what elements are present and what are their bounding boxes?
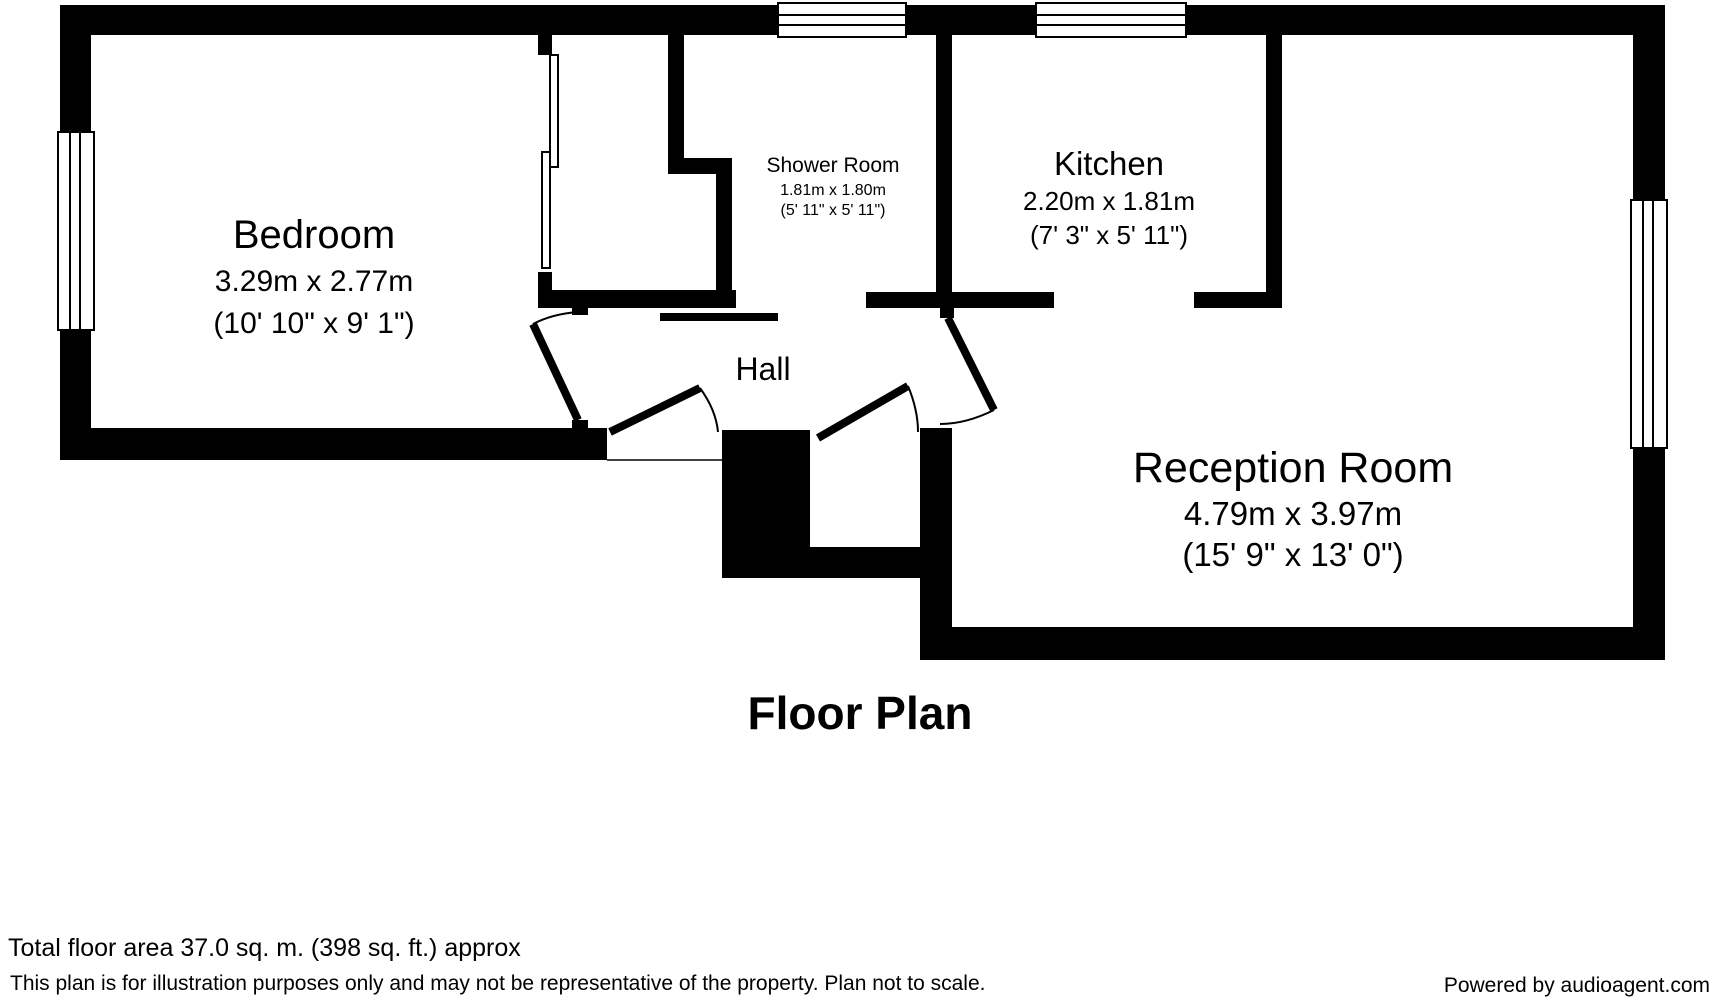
entrance-door-leaf xyxy=(608,384,702,436)
cupboard-door-swing xyxy=(907,385,919,433)
shower-door-bar xyxy=(660,313,778,321)
kitchen-left-wall xyxy=(936,35,952,308)
room-metric: 1.81m x 1.80m xyxy=(780,182,886,199)
total-floor-area: Total floor area 37.0 sq. m. (398 sq. ft… xyxy=(8,934,521,962)
reception-window xyxy=(1630,199,1668,449)
door-jamb xyxy=(572,420,588,430)
shower-bottom-wall xyxy=(866,292,952,308)
room-imperial: (15' 9" x 13' 0") xyxy=(1182,536,1403,573)
kitchen-bottom-wall-right xyxy=(1194,292,1280,308)
doors xyxy=(529,311,998,461)
reception-left-wall xyxy=(920,428,952,660)
door-jamb xyxy=(930,428,946,446)
room-label-hall: Hall xyxy=(735,351,790,387)
kitchen-window xyxy=(1035,2,1187,38)
bedroom-bottom-wall xyxy=(60,428,607,460)
room-name: Kitchen xyxy=(1054,145,1164,182)
shower-left-wall xyxy=(668,35,684,173)
room-name: Shower Room xyxy=(766,154,899,177)
room-imperial: (10' 10" x 9' 1") xyxy=(213,307,414,340)
kitchen-bottom-wall-left xyxy=(952,292,1054,308)
room-name: Hall xyxy=(735,351,790,387)
room-name: Bedroom xyxy=(233,213,395,257)
cupboard-wall xyxy=(722,547,952,578)
room-imperial: (7' 3" x 5' 11") xyxy=(1030,220,1188,250)
shower-inner-wall xyxy=(716,158,732,308)
room-label-reception-room: Reception Room 4.79m x 3.97m (15' 9" x 1… xyxy=(1133,444,1453,573)
plan-title: Floor Plan xyxy=(747,687,973,739)
windows xyxy=(57,2,1668,449)
room-label-bedroom: Bedroom 3.29m x 2.77m (10' 10" x 9' 1") xyxy=(213,213,414,340)
kitchen-right-wall xyxy=(1266,35,1282,308)
reception-bottom-wall xyxy=(920,627,1665,660)
door-jamb xyxy=(572,305,588,315)
shower-window xyxy=(777,2,907,38)
walls xyxy=(60,5,1665,660)
room-imperial: (5' 11" x 5' 11") xyxy=(781,202,886,219)
reception-door-swing xyxy=(939,409,995,425)
powered-by: Powered by audioagent.com xyxy=(1443,974,1710,997)
door-jamb xyxy=(940,308,954,318)
disclaimer: This plan is for illustration purposes o… xyxy=(10,972,986,995)
bedroom-door-leaf xyxy=(529,322,582,422)
reception-door-leaf xyxy=(944,316,998,412)
wardrobe-bottom-wall xyxy=(538,290,736,308)
wardrobe-slider xyxy=(541,54,559,269)
bedroom-partition xyxy=(538,35,552,55)
room-name: Reception Room xyxy=(1133,444,1453,492)
bedroom-window xyxy=(57,131,95,331)
room-metric: 2.20m x 1.81m xyxy=(1023,186,1195,216)
bedroom-door-swing xyxy=(532,311,579,325)
room-metric: 4.79m x 3.97m xyxy=(1184,495,1402,532)
room-label-shower-room: Shower Room 1.81m x 1.80m (5' 11" x 5' 1… xyxy=(766,154,899,219)
room-label-kitchen: Kitchen 2.20m x 1.81m (7' 3" x 5' 11") xyxy=(1023,145,1195,250)
room-metric: 3.29m x 2.77m xyxy=(215,265,413,298)
entrance-door-swing xyxy=(699,387,719,433)
cupboard-door-leaf xyxy=(815,382,911,442)
